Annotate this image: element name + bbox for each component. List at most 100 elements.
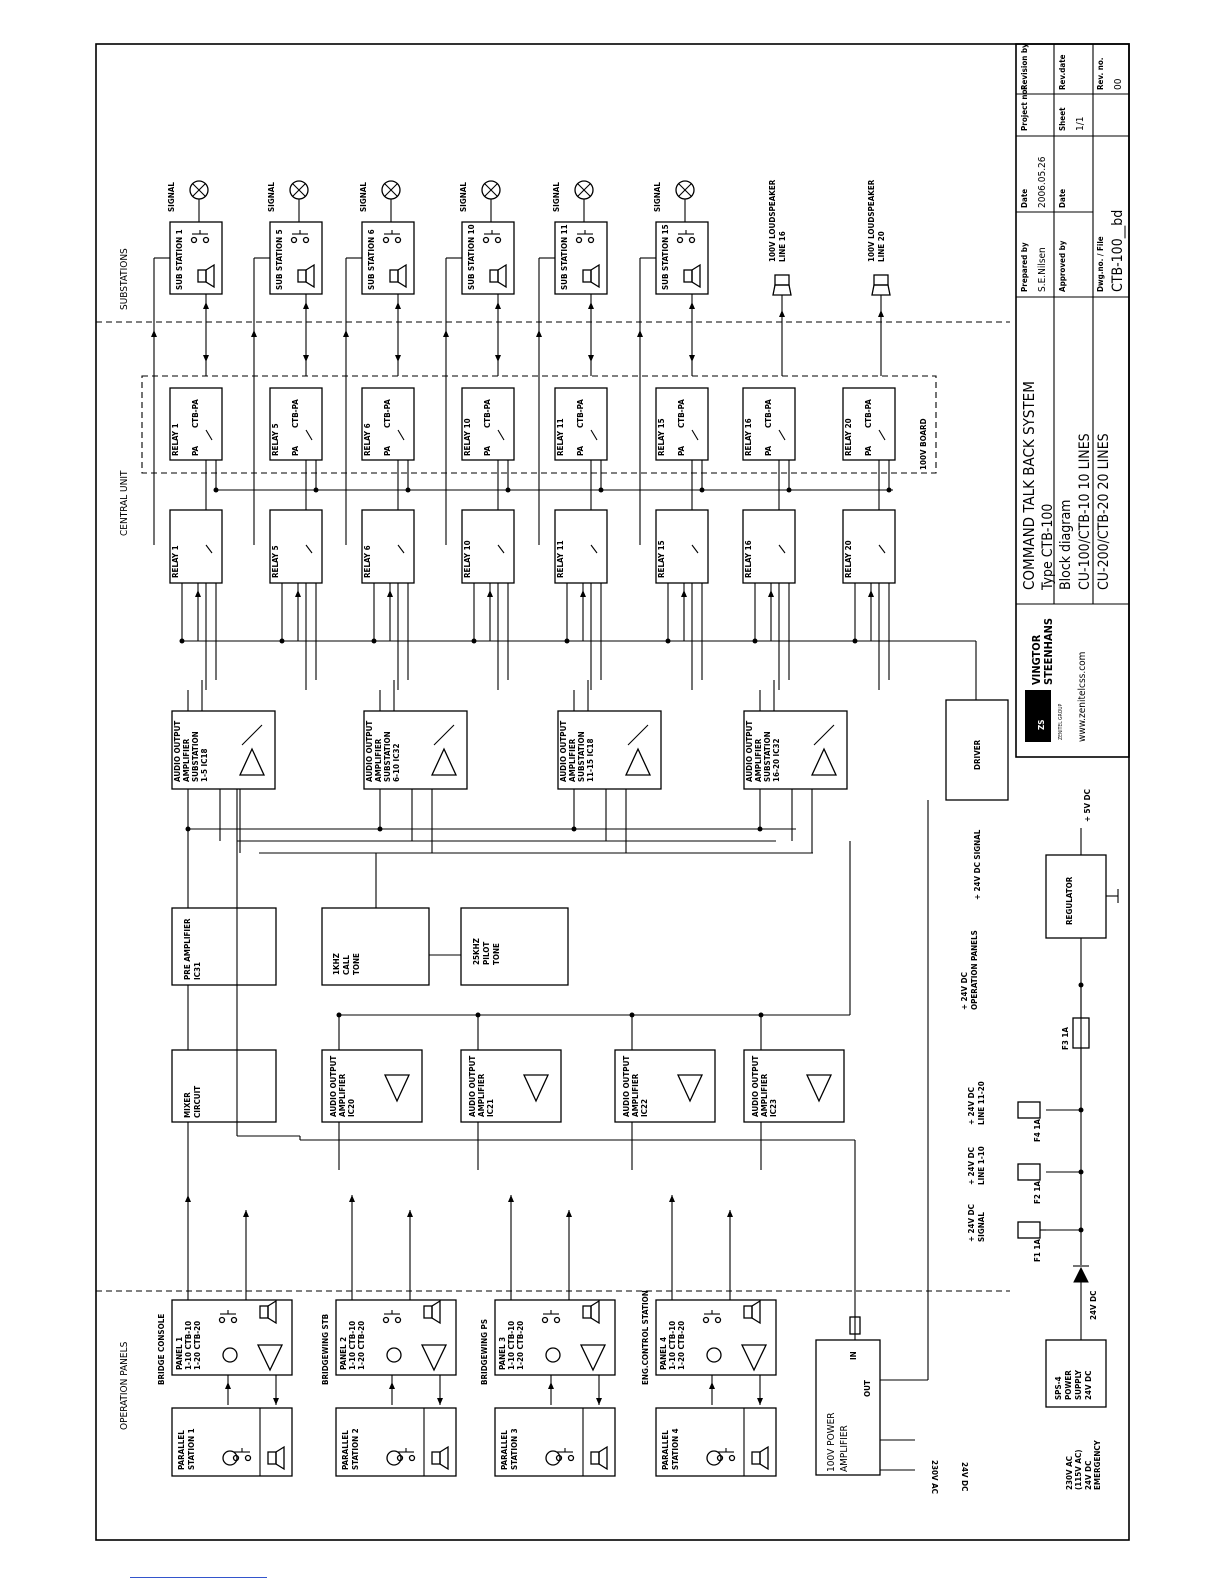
relay-board-label: RELAY 10 bbox=[463, 418, 472, 456]
speaker-icon bbox=[259, 1305, 269, 1319]
junction-dot bbox=[852, 638, 858, 644]
speaker-icon bbox=[743, 1305, 753, 1319]
substation-label: SUB STATION 10 bbox=[467, 224, 476, 290]
arrow-head bbox=[487, 590, 493, 597]
amplifier-triangle bbox=[383, 1074, 411, 1103]
relay-board-label: RELAY 5 bbox=[271, 423, 280, 456]
speaker-cone bbox=[205, 263, 215, 289]
speaker-icon bbox=[267, 1451, 277, 1465]
panel-box bbox=[655, 1299, 777, 1376]
tb-brand-1: VINGTOR bbox=[1030, 634, 1043, 685]
pre-amplifier-box bbox=[171, 907, 277, 986]
panel-amp-text: IC23 bbox=[769, 1099, 778, 1117]
relay-board-relay bbox=[361, 387, 415, 461]
signal-label: SIGNAL bbox=[459, 182, 468, 212]
panel-text: 1-20 CTB-20 bbox=[193, 1321, 202, 1370]
panel-amp-text: AUDIO OUTPUT bbox=[329, 1056, 338, 1117]
panel-text: PANEL 4 bbox=[659, 1337, 668, 1370]
speaker-icon bbox=[683, 269, 693, 283]
amplifier-triangle bbox=[579, 1344, 607, 1372]
junction-dot bbox=[405, 487, 411, 493]
push-key-icon bbox=[382, 236, 390, 244]
panel-amp-text: AMPLIFIER bbox=[760, 1073, 769, 1117]
relay-pa-label: PA bbox=[677, 445, 686, 456]
speaker-icon bbox=[423, 1305, 433, 1319]
driver-label: DRIVER bbox=[973, 739, 982, 770]
junction-dot bbox=[886, 487, 892, 493]
fuse-f1-label: F1 1A bbox=[1033, 1239, 1042, 1262]
arrow-head bbox=[343, 330, 349, 337]
call-tone-l1: 1KHZ bbox=[332, 953, 341, 975]
relay-label: RELAY 20 bbox=[844, 540, 853, 578]
relay-board-relay bbox=[554, 387, 608, 461]
tb-title: COMMAND TALK BACK SYSTEM bbox=[1020, 381, 1038, 590]
junction-dot bbox=[475, 1012, 481, 1018]
junction-dot bbox=[371, 638, 377, 644]
mixer-l2: CIRCUIT bbox=[193, 1086, 202, 1118]
substation-amp-text: 16-20 IC32 bbox=[772, 739, 781, 783]
loudspeaker-label-1: 100V LOUDSPEAKER bbox=[768, 179, 777, 262]
panel-amp-text: IC20 bbox=[347, 1099, 356, 1117]
speaker-cone bbox=[497, 263, 507, 289]
substation-amp-text: SUBSTATION bbox=[763, 731, 772, 782]
power-amp-in: IN bbox=[849, 1351, 858, 1360]
substation-amplifier-box bbox=[557, 710, 662, 790]
svg-text:ZS: ZS bbox=[1037, 720, 1046, 730]
relay-board-label: RELAY 16 bbox=[744, 418, 753, 456]
fuse-f3 bbox=[1072, 1017, 1090, 1049]
arrow-head bbox=[395, 355, 401, 362]
arrow-head bbox=[195, 590, 201, 597]
tb-sheet: 1/1 bbox=[1075, 117, 1086, 131]
speaker-icon bbox=[431, 1451, 441, 1465]
ps-in2: (115V AC) bbox=[1074, 1449, 1083, 1490]
speaker-icon bbox=[197, 269, 207, 283]
tb-brand-2: STEENHANS bbox=[1042, 618, 1055, 685]
relay-ctb-label: CTB-PA bbox=[864, 399, 873, 428]
relay-pa-label: PA bbox=[576, 445, 585, 456]
loudspeaker-label-1: 100V LOUDSPEAKER bbox=[867, 179, 876, 262]
arrow-head bbox=[273, 1398, 279, 1405]
tb-prepared-label: Prepared by bbox=[1020, 242, 1029, 292]
arrow-head bbox=[757, 1398, 763, 1405]
microphone-icon bbox=[545, 1347, 561, 1363]
panel-amplifier-box bbox=[743, 1049, 845, 1123]
amplifier-triangle bbox=[420, 1344, 448, 1372]
section-central-unit: CENTRAL UNIT bbox=[119, 470, 130, 536]
loudspeaker-label-2: LINE 16 bbox=[778, 231, 787, 262]
arrow-head bbox=[203, 302, 209, 309]
amplifier-triangle bbox=[522, 1074, 550, 1103]
signal-label: SIGNAL bbox=[552, 182, 561, 212]
panel-text: 1-20 CTB-20 bbox=[677, 1321, 686, 1370]
push-key-icon bbox=[232, 1454, 240, 1462]
panel-text: 1-10 CTB-10 bbox=[348, 1321, 357, 1370]
junction-dot bbox=[213, 487, 219, 493]
arrow-head bbox=[387, 590, 393, 597]
sig-supply-label: + 24V DC SIGNAL bbox=[973, 829, 982, 900]
arrow-head bbox=[251, 330, 257, 337]
tb-line3: CU-100/CTB-10 10 LINES bbox=[1077, 433, 1093, 590]
parallel-station-box bbox=[494, 1407, 616, 1477]
relay-board-outline bbox=[141, 375, 937, 474]
f4-supply-l2: LINE 11-20 bbox=[977, 1081, 986, 1125]
tb-date: 2006.05.26 bbox=[1037, 156, 1048, 208]
parallel-station-text: PARALLEL bbox=[661, 1430, 670, 1470]
arrow-head bbox=[407, 1210, 413, 1217]
call-tone-l3: TONE bbox=[352, 953, 361, 975]
substation-amp-text: 6-10 IC32 bbox=[392, 744, 401, 783]
tb-brand-sub: ZENITEL GROUP bbox=[1058, 703, 1064, 740]
speaker-cone bbox=[590, 263, 600, 289]
panel-amp-text: IC21 bbox=[486, 1099, 495, 1117]
parallel-station-text: STATION 3 bbox=[510, 1428, 519, 1470]
ps-in1: 230V AC bbox=[1065, 1456, 1074, 1490]
pre-amp-line2: IC31 bbox=[193, 962, 202, 980]
panel-amp-text: AUDIO OUTPUT bbox=[622, 1056, 631, 1117]
relay-board-label: RELAY 1 bbox=[171, 423, 180, 456]
relay-board-relay bbox=[169, 387, 223, 461]
fuse-f2-label: F2 1A bbox=[1033, 1181, 1042, 1204]
relay-ctb-label: CTB-PA bbox=[483, 399, 492, 428]
substation-amp-text: AMPLIFIER bbox=[374, 738, 383, 782]
power-amp-l1: 100V POWER bbox=[826, 1412, 837, 1472]
parallel-station-box bbox=[171, 1407, 293, 1477]
push-key-icon bbox=[396, 1454, 404, 1462]
